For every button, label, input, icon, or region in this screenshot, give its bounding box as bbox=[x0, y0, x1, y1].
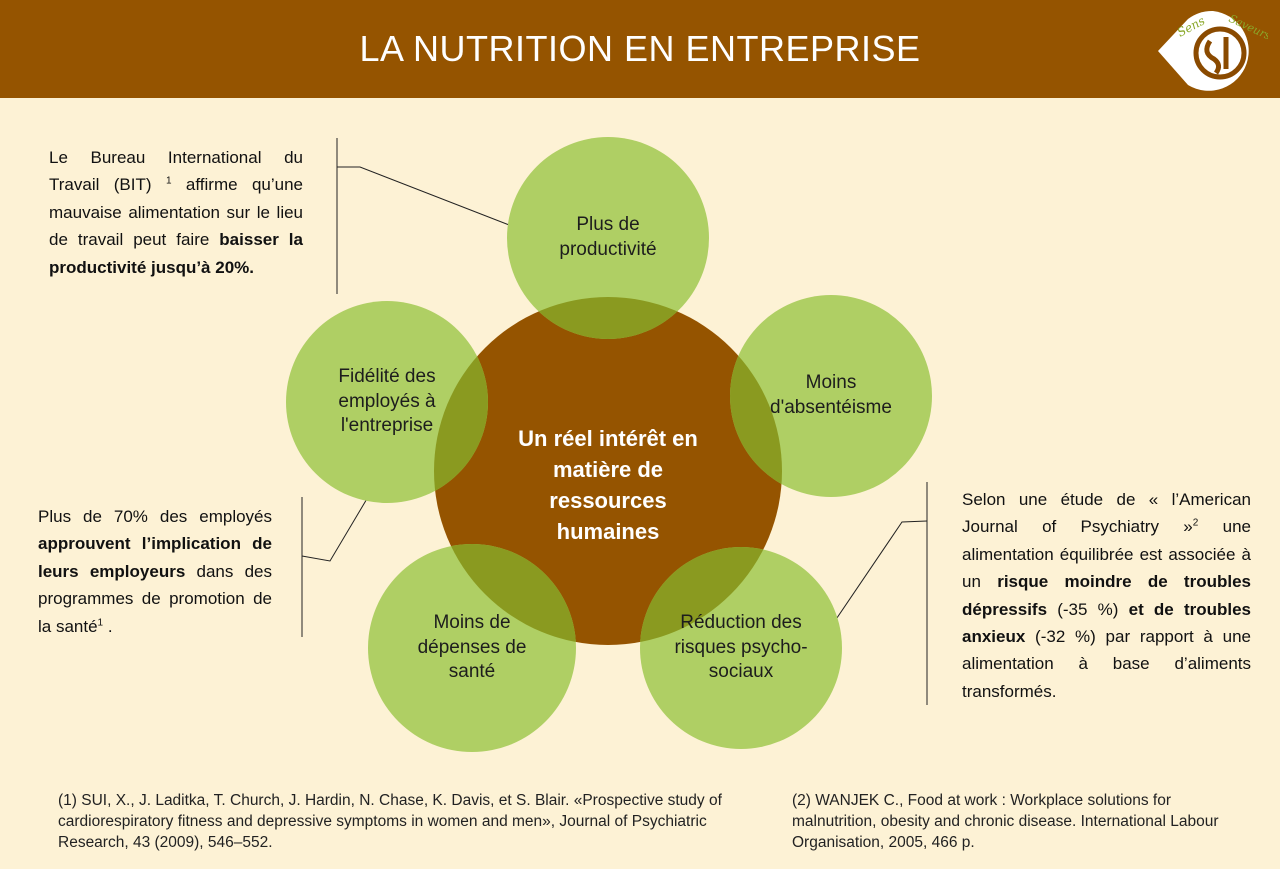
center-label: Un réel intérêt en matière de ressources… bbox=[518, 426, 698, 544]
petal-label-risques: Réduction des risques psycho-sociaux bbox=[674, 612, 808, 682]
petal-top bbox=[507, 137, 709, 339]
reference-1: (1) SUI, X., J. Laditka, T. Church, J. H… bbox=[58, 792, 722, 851]
petal-right bbox=[730, 295, 932, 497]
note-psychiatry: Selon une étude de « l’American Journal … bbox=[962, 490, 1252, 701]
petal-label-fidelite: Fidélité des employés à l'entreprise bbox=[338, 366, 436, 436]
page-title: LA NUTRITION EN ENTREPRISE bbox=[359, 28, 921, 69]
header-bar bbox=[0, 0, 1280, 98]
sens-et-saveurs-logo: Sens Saveurs bbox=[1158, 10, 1268, 91]
reference-2: (2) WANJEK C., Food at work : Workplace … bbox=[792, 792, 1219, 851]
connector-bit bbox=[337, 166, 541, 238]
petal-label-depenses: Moins de dépenses de santé bbox=[417, 612, 527, 682]
overlap-bottom-right bbox=[640, 547, 782, 645]
note-employes: Plus de 70% des employés approuvent l’im… bbox=[38, 507, 272, 636]
petal-label-productivite: Plus de productivité bbox=[559, 214, 657, 260]
note-bit: Le Bureau International du Travail (BIT)… bbox=[49, 148, 304, 277]
overlap-bottom-left bbox=[434, 544, 576, 645]
petal-label-absenteisme: Moins d'absentéisme bbox=[770, 372, 892, 418]
connector-psychiatry bbox=[821, 520, 928, 641]
